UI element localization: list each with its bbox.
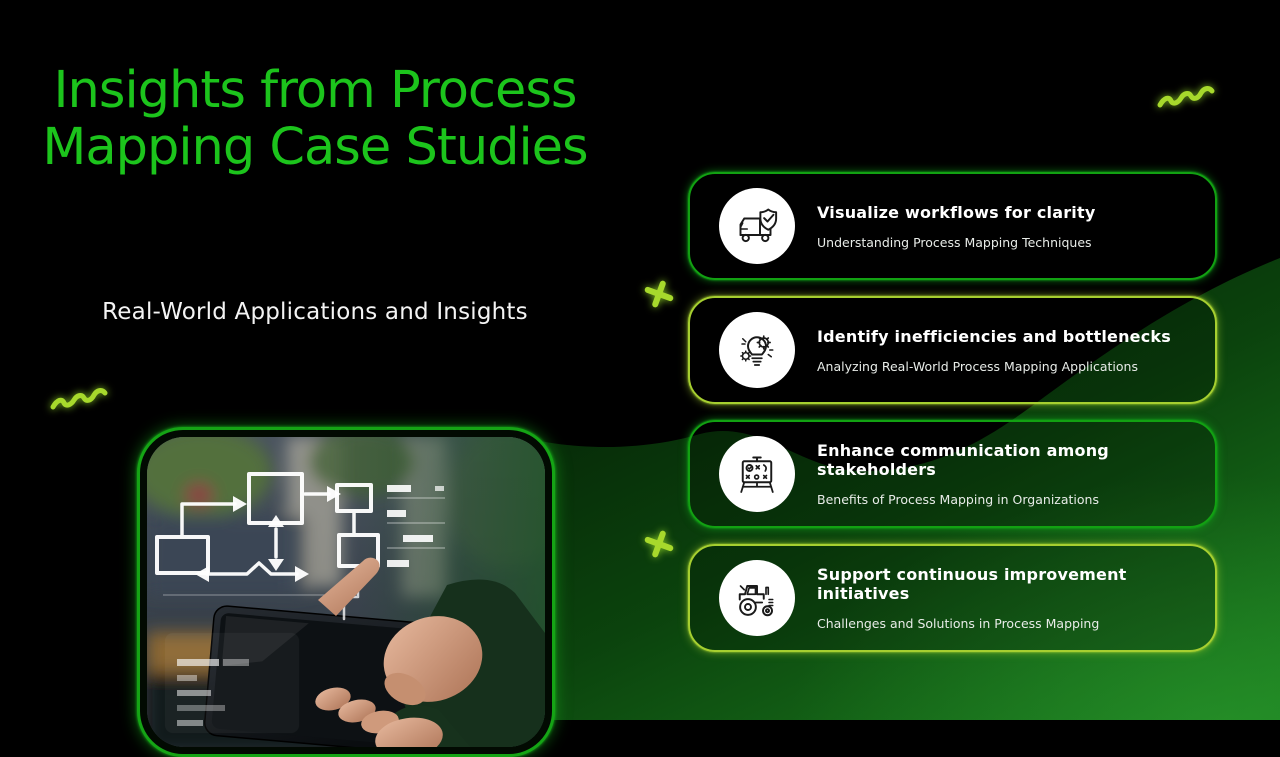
slide-title-line1: Insights from Process: [53, 61, 578, 120]
slide-subtitle: Real-World Applications and Insights: [102, 299, 528, 325]
card-icon-circle: [719, 188, 795, 264]
card-title: Visualize workflows for clarity: [817, 202, 1096, 222]
card-subtitle: Analyzing Real-World Process Mapping App…: [817, 358, 1138, 374]
card-enhance-communication: Enhance communication among stakeholders…: [688, 420, 1217, 528]
squiggle-icon: [1157, 86, 1215, 108]
card-title: Identify inefficiencies and bottlenecks: [817, 326, 1171, 346]
card-title: Support continuous improvement initiativ…: [817, 565, 1127, 603]
sparkle-icon: [644, 280, 674, 308]
card-icon-circle: [719, 560, 795, 636]
card-subtitle: Challenges and Solutions in Process Mapp…: [817, 616, 1100, 631]
card-visualize-workflows: Visualize workflows for clarity Understa…: [688, 172, 1217, 280]
card-subtitle: Understanding Process Mapping Techniques: [817, 234, 1092, 250]
truck-shield-icon: [739, 208, 778, 243]
card-subtitle: Benefits of Process Mapping in Organizat…: [817, 492, 1099, 507]
card-title: Enhance communication among stakeholders: [817, 441, 1109, 479]
card-icon-circle: [719, 312, 795, 388]
feature-cards: Visualize workflows for clarity Understa…: [688, 172, 1217, 652]
tractor-icon: [738, 585, 774, 617]
strategy-board-icon: [740, 456, 774, 493]
card-support-improvement: Support continuous improvement initiativ…: [688, 544, 1217, 652]
photo-frame: [137, 427, 555, 757]
squiggle-icon: [50, 388, 108, 410]
photo-process-mapping-tablet: [147, 437, 545, 747]
bulb-gears-icon: [740, 335, 774, 366]
flowchart-overlay: [155, 472, 380, 621]
sparkle-icon: [644, 530, 674, 558]
slide-title-line2: Mapping Case Studies: [42, 118, 588, 177]
card-icon-circle: [719, 436, 795, 512]
slide-title: Insights from Process Mapping Case Studi…: [10, 62, 620, 176]
card-identify-inefficiencies: Identify inefficiencies and bottlenecks …: [688, 296, 1217, 404]
